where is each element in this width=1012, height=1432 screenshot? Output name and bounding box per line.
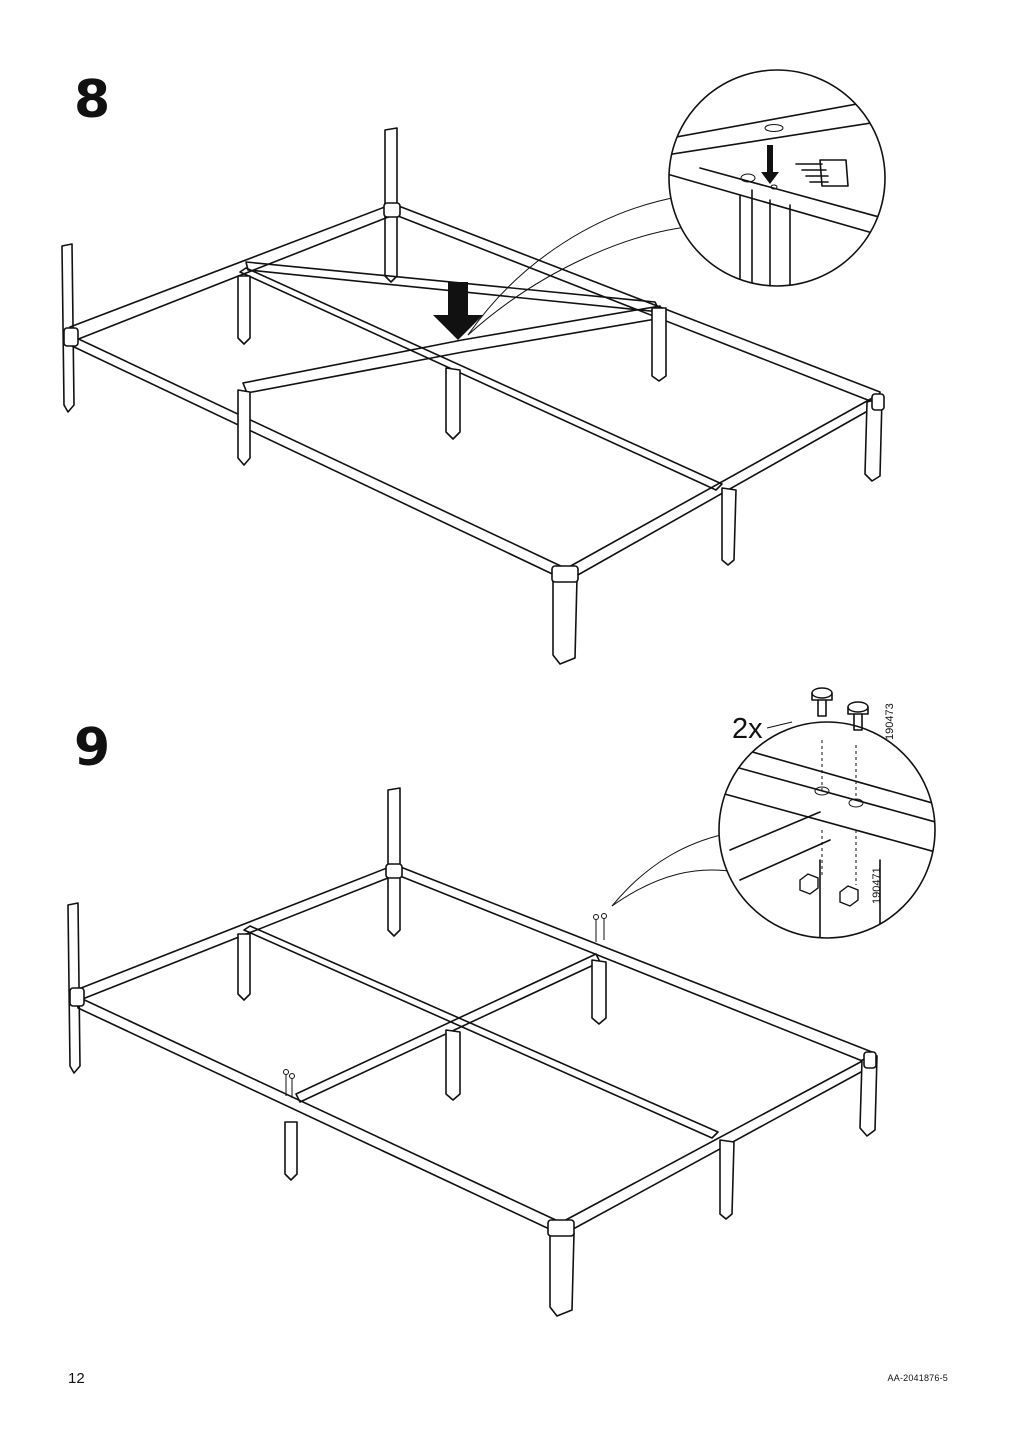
center-beam (239, 267, 723, 491)
document-code: AA-2041876-5 (887, 1373, 948, 1383)
screw-hint (283, 913, 607, 1098)
bolt-icon (811, 687, 833, 717)
step-number: 9 (74, 718, 111, 778)
callout-pointer (611, 833, 726, 907)
bed-leg (591, 959, 607, 1025)
pointing-hand-icon (795, 159, 849, 187)
bed-leg (284, 1121, 298, 1181)
callout-pointer (467, 195, 684, 336)
bed-leg (549, 1229, 575, 1317)
side-rail (75, 995, 561, 1235)
center-beam (243, 925, 719, 1139)
part-number: 190471 (871, 867, 883, 904)
corner-bracket (871, 393, 885, 411)
bed-leg (237, 275, 251, 345)
bed-leg (719, 1139, 735, 1220)
part-number: 190473 (884, 703, 896, 740)
corner-bracket (63, 327, 79, 347)
bed-leg (237, 389, 251, 466)
page-number: 12 (68, 1370, 85, 1387)
detail-callout (718, 721, 936, 939)
nut-icon (839, 885, 859, 907)
corner-bracket (863, 1051, 877, 1069)
corner-bracket (69, 987, 85, 1007)
corner-bracket (383, 202, 401, 218)
bed-leg (651, 307, 667, 382)
bed-leg (445, 1029, 461, 1101)
step-number: 8 (74, 70, 111, 130)
step-8-illustration (61, 69, 886, 665)
bolt-icon (847, 701, 869, 731)
nut-icon (799, 873, 819, 895)
bed-leg (721, 487, 737, 566)
bed-leg (445, 367, 461, 440)
down-arrow-icon (761, 145, 779, 184)
corner-bracket (547, 1219, 575, 1237)
bed-leg (237, 933, 251, 1001)
corner-bracket (551, 565, 579, 583)
bed-leg (387, 787, 401, 937)
side-rail (75, 865, 399, 1001)
detail-callout (668, 69, 886, 287)
down-arrow-icon (433, 282, 483, 340)
corner-bracket (385, 863, 403, 879)
quantity-label: 2x (732, 713, 763, 745)
